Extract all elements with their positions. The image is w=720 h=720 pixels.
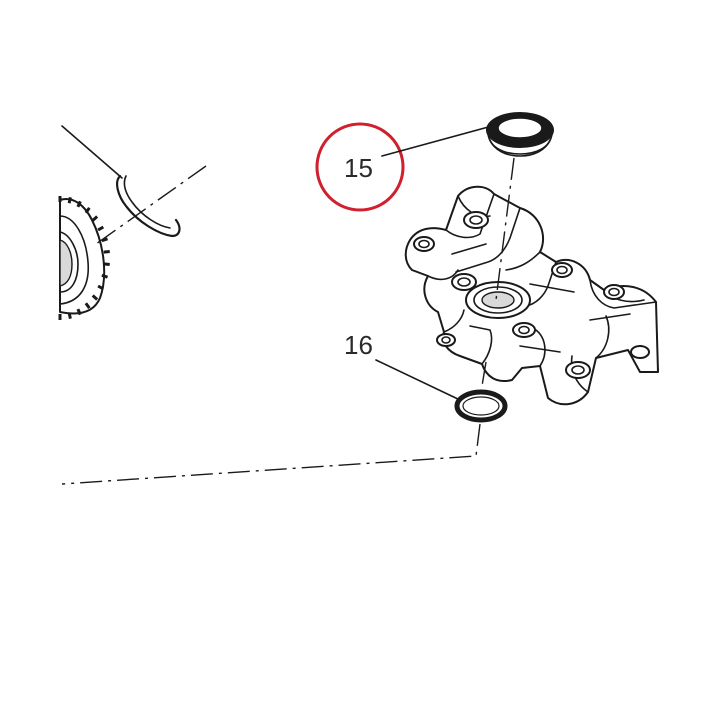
gear-tooth xyxy=(103,262,110,266)
callout-16-label: 16 xyxy=(344,330,373,360)
gear-tooth xyxy=(91,294,99,301)
gear-tooth xyxy=(97,284,105,291)
leader-16 xyxy=(375,359,461,401)
axis-line-bottom xyxy=(61,423,481,485)
retaining-clip xyxy=(116,174,181,238)
gear-tooth xyxy=(76,200,82,208)
leader-clip xyxy=(61,125,123,179)
gear-tooth xyxy=(101,273,109,279)
gear-tooth xyxy=(91,215,99,222)
timing-gear xyxy=(58,196,110,320)
gear-tooth xyxy=(84,206,91,214)
gear-tooth xyxy=(67,197,72,204)
axis-line-vertical xyxy=(495,157,515,301)
axis-line-clip xyxy=(95,165,207,245)
lower-o-ring xyxy=(454,389,508,423)
callout-15-label: 15 xyxy=(344,153,373,183)
callout-15-highlight-ring xyxy=(315,122,405,212)
gear-tooth xyxy=(101,237,109,243)
gear-tooth xyxy=(103,250,110,254)
callout-16[interactable]: 16 xyxy=(344,330,461,401)
valve-housing xyxy=(404,185,659,406)
callout-15[interactable]: 15 xyxy=(315,122,493,212)
gear-tooth xyxy=(84,302,91,310)
upper-seal-ring xyxy=(486,112,554,157)
gear-tooth xyxy=(76,308,82,316)
gear-tooth xyxy=(67,312,72,319)
gear-tooth xyxy=(97,225,105,232)
axis-line-lower xyxy=(480,361,487,393)
leader-15 xyxy=(381,125,493,157)
